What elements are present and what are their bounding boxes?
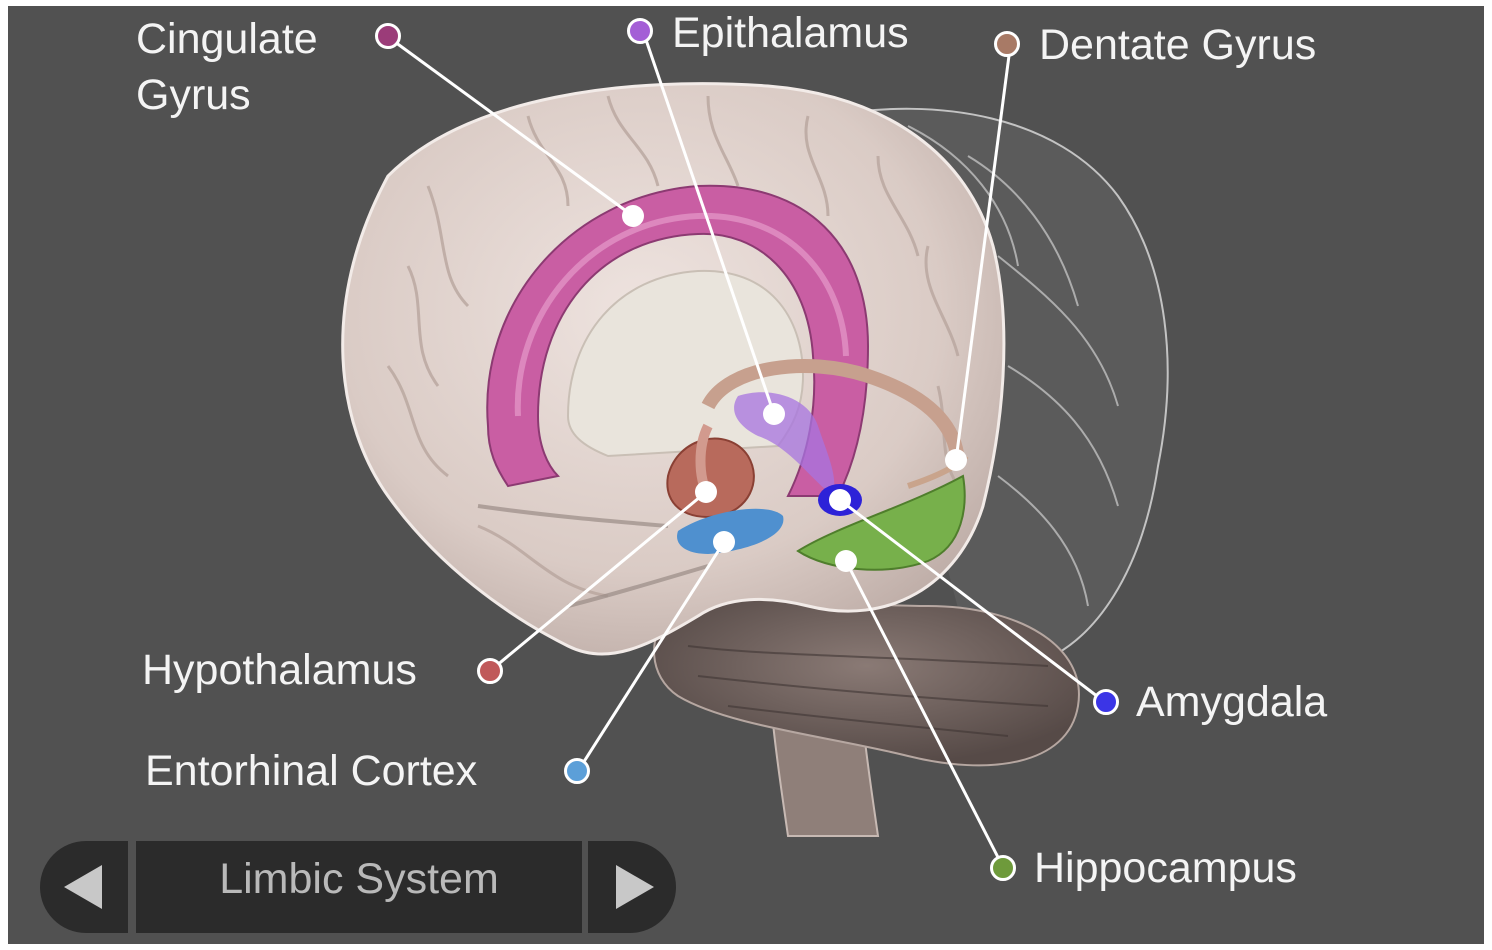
system-navigator: Limbic System [40, 841, 676, 933]
diagram-stage: Cingulate Gyrus Epithalamus Dentate Gyru… [8, 6, 1484, 944]
next-system-button[interactable] [588, 841, 676, 933]
triangle-right-icon [616, 865, 654, 909]
hippocampus-label[interactable]: Hippocampus [1034, 841, 1297, 897]
cerebellum [654, 599, 1079, 765]
entorhinal-cortex-dot[interactable] [564, 758, 590, 784]
hypothalamus-dot[interactable] [477, 658, 503, 684]
hippocampus-dot[interactable] [990, 855, 1016, 881]
triangle-left-icon [64, 865, 102, 909]
cingulate-gyrus-label[interactable]: Cingulate Gyrus [136, 12, 318, 124]
cingulate-gyrus-label-line1: Cingulate [136, 12, 318, 68]
epithalamus-dot[interactable] [627, 18, 653, 44]
entorhinal-cortex-label[interactable]: Entorhinal Cortex [145, 744, 477, 800]
previous-system-button[interactable] [40, 841, 128, 933]
dentate-gyrus-label[interactable]: Dentate Gyrus [1039, 18, 1316, 74]
amygdala-label[interactable]: Amygdala [1136, 675, 1327, 731]
dentate-gyrus-dot[interactable] [994, 31, 1020, 57]
amygdala-dot[interactable] [1093, 689, 1119, 715]
hypothalamus-label[interactable]: Hypothalamus [142, 643, 417, 699]
brain-illustration [8, 6, 1484, 944]
epithalamus-label[interactable]: Epithalamus [672, 6, 909, 62]
cingulate-gyrus-dot[interactable] [375, 23, 401, 49]
system-title: Limbic System [136, 841, 582, 933]
cingulate-gyrus-label-line2: Gyrus [136, 68, 318, 124]
